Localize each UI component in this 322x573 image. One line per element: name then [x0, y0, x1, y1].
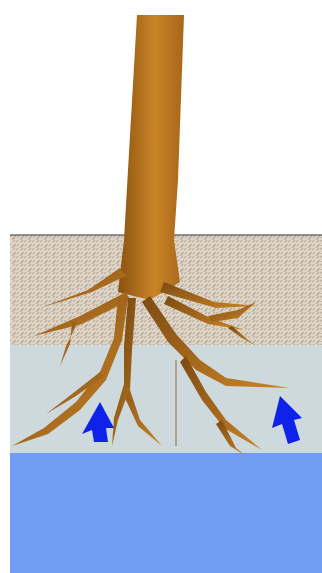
groundwater-layer: [10, 453, 322, 573]
capillary-layer: [10, 345, 322, 453]
tree-trunk: [118, 15, 184, 300]
